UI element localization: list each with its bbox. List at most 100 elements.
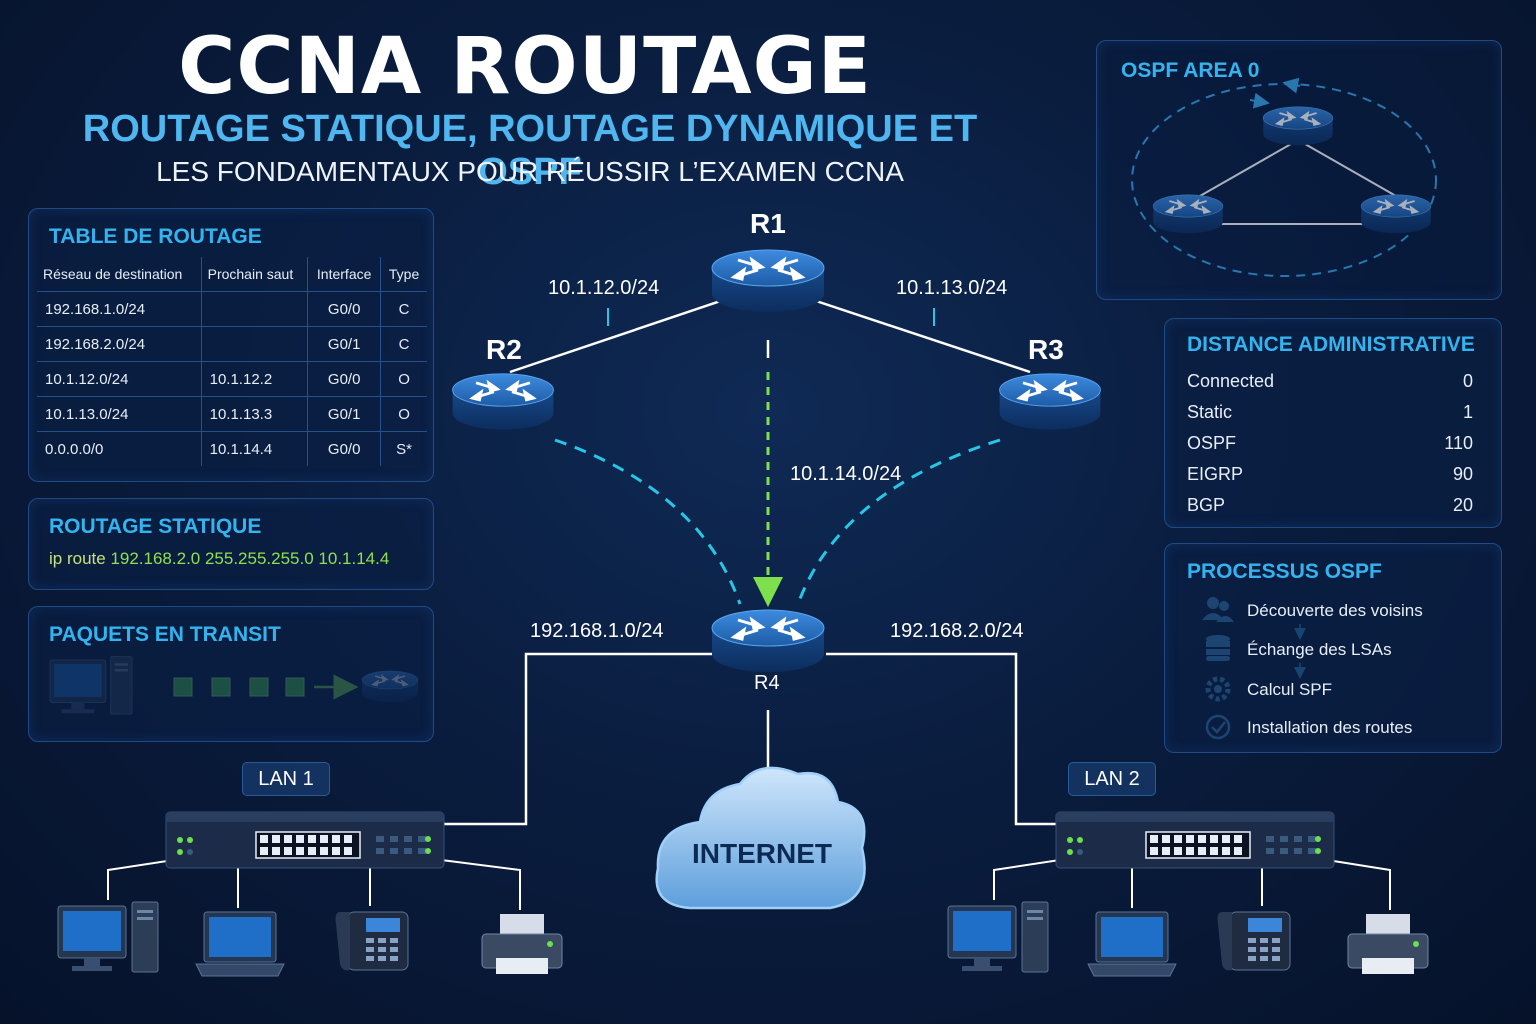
command-prefix: ip route bbox=[49, 549, 106, 568]
link-r4-lan1 bbox=[444, 652, 712, 826]
process-step: Installation des routes bbox=[1247, 718, 1413, 737]
table-cell: G0/0 bbox=[307, 361, 382, 397]
distance-row: EIGRP 90 bbox=[1187, 464, 1473, 490]
ospf-area-title: OSPF AREA 0 bbox=[1121, 59, 1260, 82]
link-label-r1-r3: 10.1.13.0/24 bbox=[896, 277, 1008, 299]
ospf-process-panel: PROCESSUS OSPF Découverte des voisins Éc… bbox=[1164, 543, 1502, 753]
table-cell bbox=[201, 326, 309, 362]
distance-row: OSPF 110 bbox=[1187, 433, 1473, 459]
packets-title: PAQUETS EN TRANSIT bbox=[49, 623, 281, 646]
table-cell: 0.0.0.0/0 bbox=[37, 431, 202, 466]
router-r2[interactable] bbox=[451, 372, 555, 431]
table-cell: S* bbox=[380, 431, 427, 466]
pc-icon bbox=[57, 901, 159, 973]
process-step: Calcul SPF bbox=[1247, 680, 1333, 699]
col-header: Type bbox=[380, 257, 427, 292]
table-cell: G0/1 bbox=[307, 326, 382, 362]
table-cell: G0/0 bbox=[307, 291, 382, 327]
link-label-lan1: 192.168.1.0/24 bbox=[530, 620, 664, 642]
ospf-process-title: PROCESSUS OSPF bbox=[1187, 560, 1382, 583]
lan1-badge: LAN 1 bbox=[242, 762, 330, 796]
page-subtitle: ROUTAGE STATIQUE, ROUTAGE DYNAMIQUE ET O… bbox=[82, 108, 978, 193]
distance-label: Connected bbox=[1187, 371, 1275, 391]
lan2-badge: LAN 2 bbox=[1068, 762, 1156, 796]
distance-row: Static 1 bbox=[1187, 402, 1473, 428]
link-r4-lan2 bbox=[826, 652, 1056, 826]
distance-label: BGP bbox=[1187, 495, 1226, 515]
page-title: CCNA ROUTAGE bbox=[178, 22, 872, 112]
table-cell: 10.1.13.3 bbox=[201, 396, 309, 432]
phone-icon bbox=[335, 911, 409, 971]
packets-panel: PAQUETS EN TRANSIT bbox=[28, 606, 434, 742]
routing-table-title: TABLE DE ROUTAGE bbox=[49, 225, 262, 248]
link-label-r1-r4: 10.1.14.0/24 bbox=[790, 463, 902, 485]
distance-label: EIGRP bbox=[1187, 464, 1244, 484]
laptop-icon bbox=[1087, 911, 1177, 977]
router-r4[interactable] bbox=[710, 608, 826, 674]
switch-lan1[interactable] bbox=[165, 811, 445, 869]
link-r3-r4 bbox=[796, 438, 1001, 605]
router-r4-label: R4 bbox=[754, 672, 780, 694]
static-routing-title: ROUTAGE STATIQUE bbox=[49, 515, 262, 538]
link-r2-r4 bbox=[554, 438, 742, 605]
table-cell: O bbox=[380, 396, 427, 432]
table-cell: G0/1 bbox=[307, 396, 382, 432]
switch-lan2[interactable] bbox=[1055, 811, 1335, 869]
ospf-area-diagram bbox=[1131, 77, 1437, 277]
distance-label: Static bbox=[1187, 402, 1233, 422]
table-cell: C bbox=[380, 326, 427, 362]
pc-icon bbox=[947, 901, 1049, 973]
table-cell: 10.1.13.0/24 bbox=[37, 396, 202, 432]
printer-icon bbox=[481, 913, 563, 975]
command-args: 192.168.2.0 255.255.255.0 10.1.14.4 bbox=[110, 549, 390, 568]
table-cell: C bbox=[380, 291, 427, 327]
link-label-r1-r2: 10.1.12.0/24 bbox=[548, 277, 660, 299]
distance-value: 1 bbox=[1462, 402, 1473, 422]
laptop-icon bbox=[195, 911, 285, 977]
static-route-command: ip route 192.168.2.0 255.255.255.0 10.1.… bbox=[49, 549, 389, 569]
col-header: Interface bbox=[307, 257, 382, 292]
table-cell: 192.168.1.0/24 bbox=[37, 291, 202, 327]
admin-distance-title: DISTANCE ADMINISTRATIVE bbox=[1187, 333, 1475, 356]
table-cell: G0/0 bbox=[307, 431, 382, 466]
distance-value: 0 bbox=[1462, 371, 1473, 391]
process-step: Échange des LSAs bbox=[1247, 640, 1392, 659]
routing-table: Réseau de destination Prochain saut Inte… bbox=[37, 257, 427, 466]
distance-row: Connected 0 bbox=[1187, 371, 1473, 397]
table-cell: 10.1.12.2 bbox=[201, 361, 309, 397]
admin-distance-panel: DISTANCE ADMINISTRATIVE Connected 0 Stati… bbox=[1164, 318, 1502, 528]
static-routing-panel: ROUTAGE STATIQUE ip route 192.168.2.0 25… bbox=[28, 498, 434, 590]
router-r1[interactable] bbox=[710, 248, 826, 314]
process-step: Découverte des voisins bbox=[1247, 601, 1423, 620]
router-r3[interactable] bbox=[998, 372, 1102, 431]
page-tagline: LES FONDAMENTAUX POUR RÉUSSIR L’EXAMEN C… bbox=[156, 156, 904, 187]
router-r2-label: R2 bbox=[486, 334, 522, 365]
routing-table-panel: TABLE DE ROUTAGE Réseau de destination P… bbox=[28, 208, 434, 482]
distance-value: 110 bbox=[1444, 433, 1473, 453]
internet-cloud-icon bbox=[655, 766, 866, 910]
table-cell: 10.1.12.0/24 bbox=[37, 361, 202, 397]
phone-icon bbox=[1217, 911, 1291, 971]
distance-row: BGP 20 bbox=[1187, 495, 1473, 521]
table-cell: 10.1.14.4 bbox=[201, 431, 309, 466]
distance-label: OSPF bbox=[1187, 433, 1237, 453]
table-cell bbox=[201, 291, 309, 327]
col-header: Réseau de destination bbox=[37, 257, 202, 292]
distance-value: 90 bbox=[1452, 464, 1473, 484]
link-label-lan2: 192.168.2.0/24 bbox=[890, 620, 1024, 642]
table-cell: 192.168.2.0/24 bbox=[37, 326, 202, 362]
internet-label: INTERNET bbox=[692, 838, 832, 869]
table-cell: O bbox=[380, 361, 427, 397]
col-header: Prochain saut bbox=[201, 257, 309, 292]
distance-value: 20 bbox=[1452, 495, 1473, 515]
printer-icon bbox=[1347, 913, 1429, 975]
router-r1-label: R1 bbox=[750, 208, 786, 239]
ospf-area-panel: OSPF AREA 0 bbox=[1096, 40, 1502, 300]
router-r3-label: R3 bbox=[1028, 334, 1064, 365]
